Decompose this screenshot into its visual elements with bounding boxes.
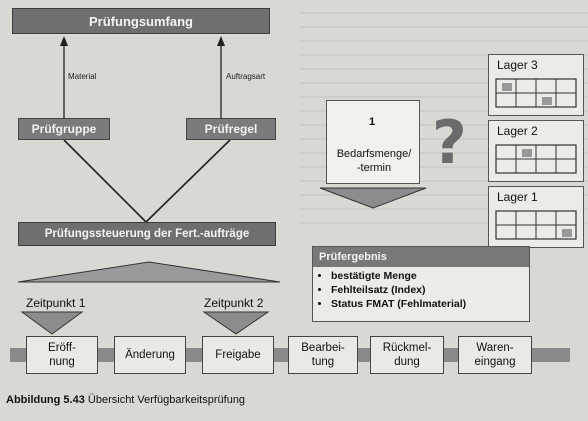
pruefergebnis-title: Prüfergebnis xyxy=(313,247,529,267)
demand-card-label: Bedarfsmenge/ -termin xyxy=(336,148,412,174)
step-bearbeitung: Bearbei- tung xyxy=(288,336,358,374)
zeitpunkt-2-label: Zeitpunkt 2 xyxy=(204,296,264,310)
step-aenderung: Änderung xyxy=(114,336,186,374)
caption-text: Übersicht Verfügbarkeitsprüfung xyxy=(87,394,246,406)
question-mark-icon: ? xyxy=(432,108,467,178)
step-wareneingang: Waren- eingang xyxy=(458,336,532,374)
triangle-demand xyxy=(319,187,427,209)
step-freigabe: Freigabe xyxy=(202,336,274,374)
zeitpunkt-1-label: Zeitpunkt 1 xyxy=(26,296,86,310)
list-item: Fehlteilsatz (Index) xyxy=(331,283,466,297)
step-eroeffnung: Eröff- nung xyxy=(26,336,98,374)
v-line-left xyxy=(63,139,147,223)
warehouse-lager-3: Lager 3 xyxy=(488,54,584,116)
pruefergebnis-box: Prüfergebnis bestätigte Menge Fehlteilsa… xyxy=(312,246,530,322)
pruefgruppe-box: Prüfgruppe xyxy=(18,118,110,140)
warehouse-label: Lager 1 xyxy=(497,190,538,204)
arrowhead-material xyxy=(60,36,68,46)
pruefungssteuerung-box: Prüfungssteuerung der Fert.-aufträge xyxy=(18,222,276,246)
pruefregel-box: Prüfregel xyxy=(186,118,276,140)
step-rueckmeldung: Rückmel- dung xyxy=(370,336,444,374)
warehouse-label: Lager 2 xyxy=(497,124,538,138)
v-line-right xyxy=(145,139,231,223)
caption-label: Abbildung 5.43 xyxy=(6,394,85,406)
warehouse-lager-1: Lager 1 xyxy=(488,186,584,248)
list-item: bestätigte Menge xyxy=(331,269,466,283)
triangle-zeitpunkt-2 xyxy=(202,311,270,335)
figure-caption: Abbildung 5.43 Übersicht Verfügbarkeitsp… xyxy=(6,394,245,406)
warehouse-lager-2: Lager 2 xyxy=(488,120,584,182)
list-item: Status FMAT (Fehlmaterial) xyxy=(331,297,466,311)
arrowhead-auftragsart xyxy=(217,36,225,46)
label-material: Material xyxy=(68,72,97,81)
shelf-icon xyxy=(495,144,577,174)
demand-card: Bedarfsmenge/ -termin xyxy=(326,100,420,184)
pruefungsumfang-box: Prüfungsumfang xyxy=(12,8,270,34)
pruefergebnis-list: bestätigte Menge Fehlteilsatz (Index) St… xyxy=(319,269,466,311)
calendar-day-number: 1 xyxy=(368,116,376,128)
label-auftragsart: Auftragsart xyxy=(226,72,266,81)
distribution-triangle xyxy=(17,261,281,283)
shelf-icon xyxy=(495,78,577,108)
warehouse-label: Lager 3 xyxy=(497,58,538,72)
shelf-icon xyxy=(495,210,577,240)
triangle-zeitpunkt-1 xyxy=(20,311,84,335)
